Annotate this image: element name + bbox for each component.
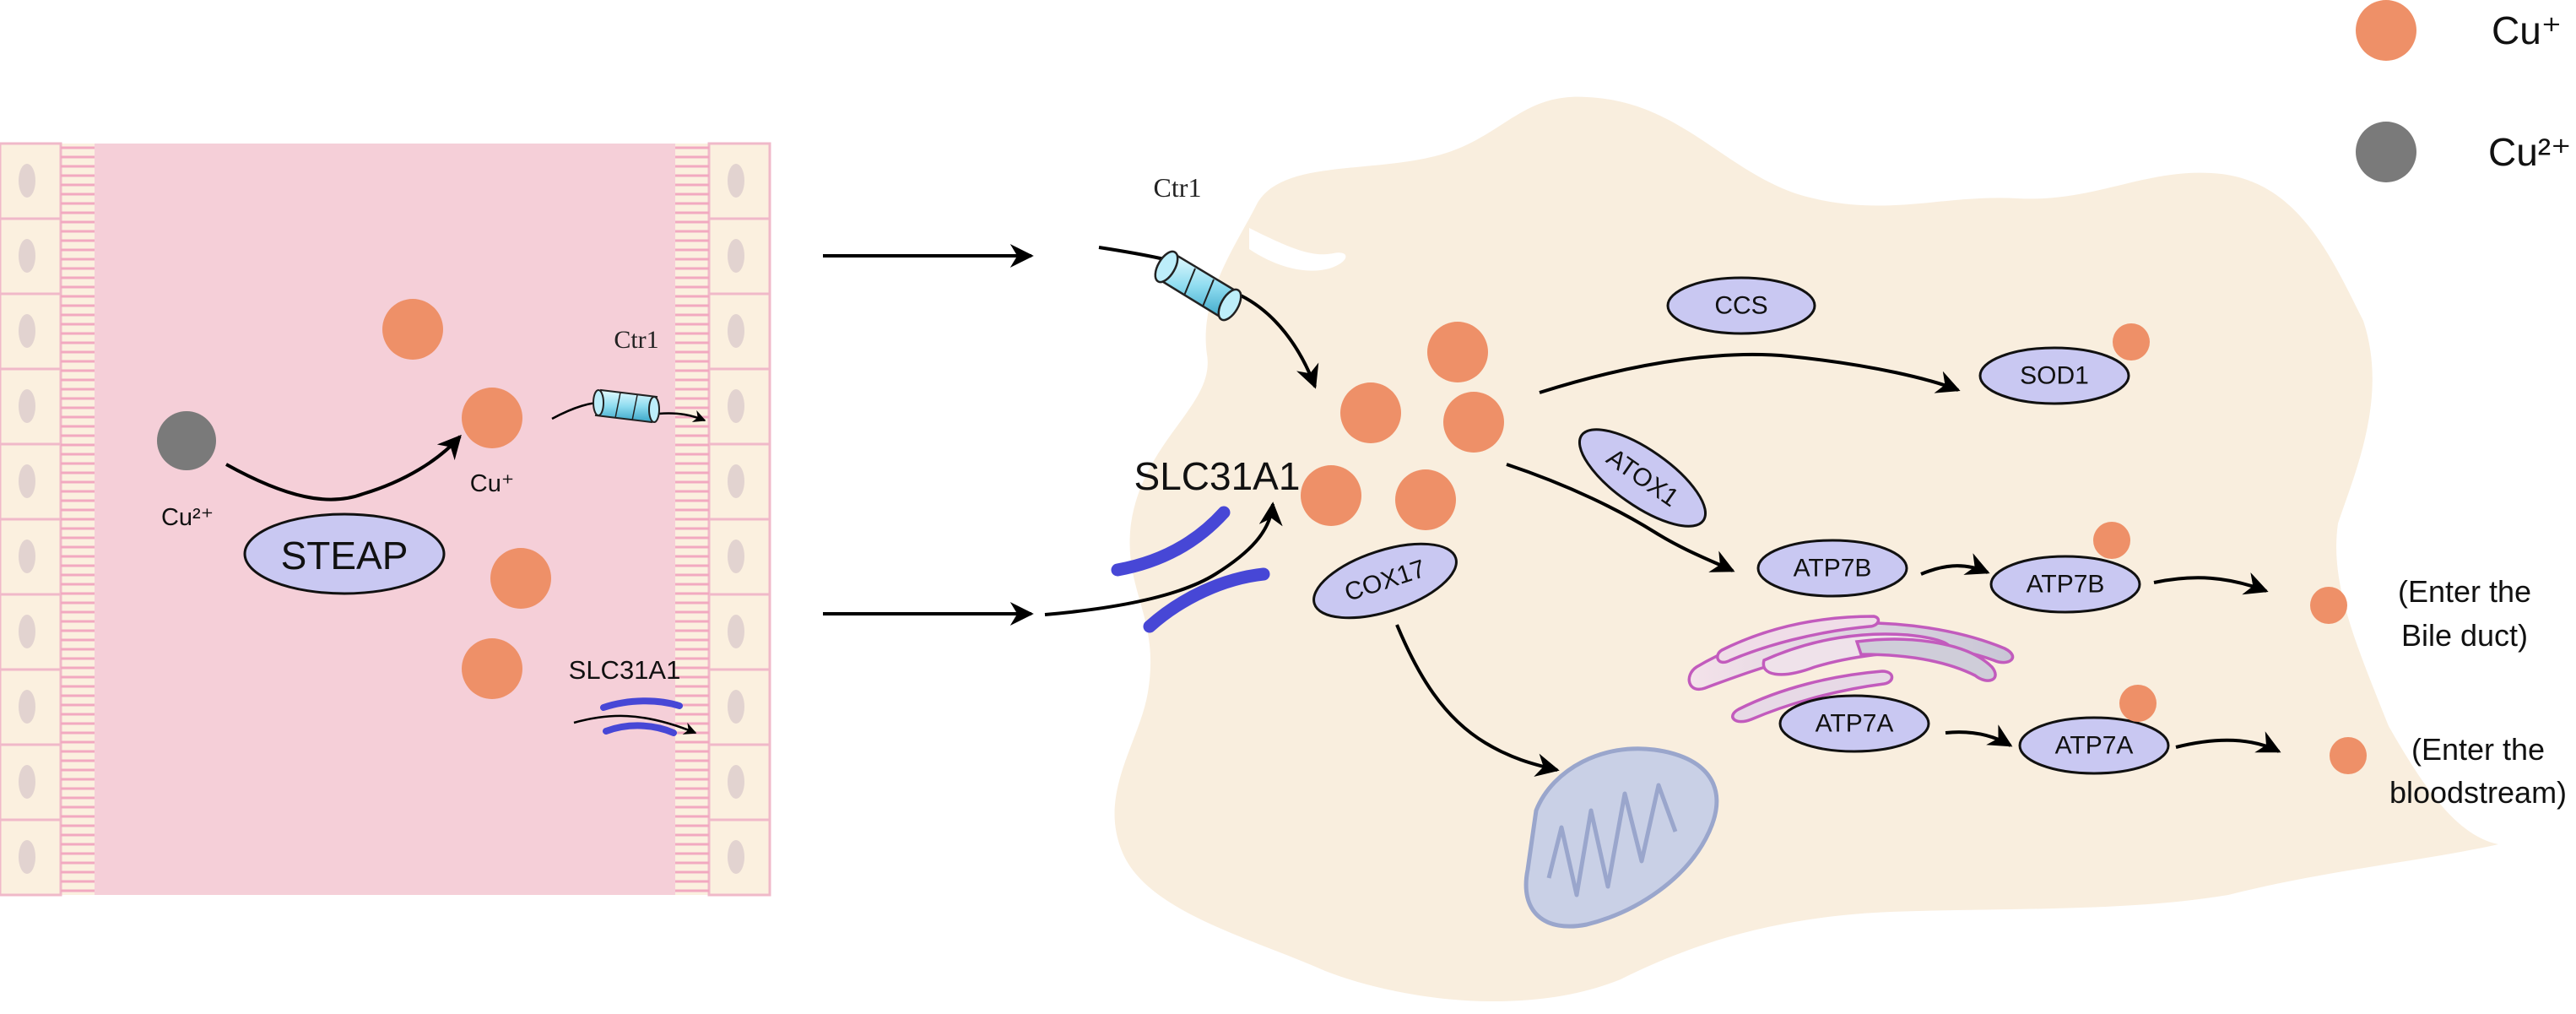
steap-label: STEAP [281, 534, 409, 577]
slc31a1-channel-small-top [600, 697, 683, 711]
microvilli-right [675, 146, 709, 892]
nucleus [728, 690, 744, 724]
slc31a1-transport-arrow-small [573, 714, 697, 735]
nucleus [728, 765, 744, 799]
cu1-label: Cu⁺ [470, 470, 514, 497]
atp7b-transfer-arrow [1920, 553, 1990, 576]
slc31a1-label: SLC31A1 [1134, 454, 1301, 498]
cox17-protein [1312, 542, 1458, 620]
cu1-ion-bound-atp7a [2119, 685, 2157, 722]
cell-notch [1249, 228, 1346, 271]
nucleus [728, 540, 744, 573]
sod1-label: SOD1 [2020, 362, 2089, 390]
nucleus [19, 239, 35, 273]
enterocyte-column-right [707, 142, 771, 897]
golgi-apparatus [1687, 615, 2015, 724]
ccs-label: CCS [1714, 292, 1767, 320]
nucleus [19, 615, 35, 648]
slc31a1-channel-small-bottom [603, 722, 677, 736]
ctr1-channel [1154, 250, 1242, 322]
intestine-panel: Cu²⁺ STEAP Cu⁺ Ctr1 SLC31A1 [0, 142, 771, 897]
slc31a1-channel-top [1111, 506, 1231, 577]
ctr1-label: Ctr1 [1154, 172, 1202, 203]
nucleus [19, 164, 35, 198]
nucleus [19, 540, 35, 573]
nucleus [728, 239, 744, 273]
legend-cu1-label: Cu⁺ [2492, 8, 2562, 52]
legend-cu1-swatch [2356, 0, 2416, 61]
slc31a1-import-arrow [1044, 502, 1283, 616]
cu1-ion-bound-atp7b [2093, 522, 2130, 559]
slc31a1-label-small: SLC31A1 [569, 655, 681, 685]
atp7a-protein-2 [2018, 716, 2170, 775]
nucleus [19, 314, 35, 348]
nucleus [19, 464, 35, 498]
atp7a-label-2: ATP7A [2055, 732, 2134, 760]
bile-text-line2: Bile duct) [2401, 618, 2528, 653]
nucleus [728, 464, 744, 498]
ctr1-channel-small [593, 388, 660, 424]
ccs-to-sod1-arrow [1539, 352, 1961, 394]
nucleus [19, 389, 35, 423]
atp7a-transfer-arrow [1945, 724, 2013, 747]
cu1-ion [462, 638, 522, 699]
cu1-ion-bile [2310, 587, 2347, 624]
slc31a1-channel-bottom [1143, 567, 1270, 633]
cu1-ion [1395, 469, 1456, 530]
nucleus [728, 389, 744, 423]
ccs-protein [1666, 276, 1816, 335]
atp7a-label-1: ATP7A [1816, 710, 1894, 738]
atp7a-protein-1 [1778, 694, 1930, 753]
cox17-to-mitochondria-arrow [1395, 624, 1560, 777]
cu1-ion [1443, 392, 1504, 453]
ctr1-label-small: Ctr1 [614, 326, 658, 354]
cu2-label: Cu²⁺ [161, 504, 214, 531]
sod1-protein [1978, 346, 2130, 405]
blood-text-line1: (Enter the [2411, 732, 2545, 767]
cu2-ion [157, 411, 216, 470]
cu1-ion [1301, 465, 1361, 526]
nucleus [728, 314, 744, 348]
microvilli-left [61, 146, 95, 892]
enterocyte-column-left [0, 142, 62, 897]
bile-text-line1: (Enter the [2398, 574, 2531, 609]
cu1-ion [1340, 382, 1401, 443]
atp7b-protein-1 [1756, 539, 1908, 598]
nucleus [728, 164, 744, 198]
nucleus [19, 690, 35, 724]
reduction-arrow [225, 434, 462, 502]
cu1-ion-blood [2330, 737, 2367, 774]
atox1-protein [1578, 428, 1707, 528]
cu1-ion [490, 548, 551, 609]
atox1-to-atp7b-arrow [1506, 463, 1735, 572]
legend: Cu⁺ Cu²⁺ [2356, 0, 2571, 182]
legend-cu2-swatch [2356, 122, 2416, 182]
bile-export-arrow [2153, 572, 2269, 595]
nucleus [728, 615, 744, 648]
bloodstream-export-arrow [2175, 731, 2281, 753]
cu1-ion [462, 388, 522, 448]
cu1-ion-bound-sod1 [2113, 323, 2150, 361]
blood-text-line2: bloodstream) [2389, 775, 2567, 810]
mitochondrion [1523, 746, 1719, 929]
nucleus [728, 840, 744, 874]
cu1-ion [1427, 322, 1488, 382]
nucleus [19, 765, 35, 799]
nucleus [19, 840, 35, 874]
atp7b-label-2: ATP7B [2027, 571, 2105, 599]
atp7b-protein-2 [1989, 555, 2141, 614]
cu1-ion [382, 299, 443, 360]
steap-enzyme [243, 512, 446, 595]
atp7b-label-1: ATP7B [1794, 555, 1872, 583]
legend-cu2-label: Cu²⁺ [2488, 130, 2571, 174]
